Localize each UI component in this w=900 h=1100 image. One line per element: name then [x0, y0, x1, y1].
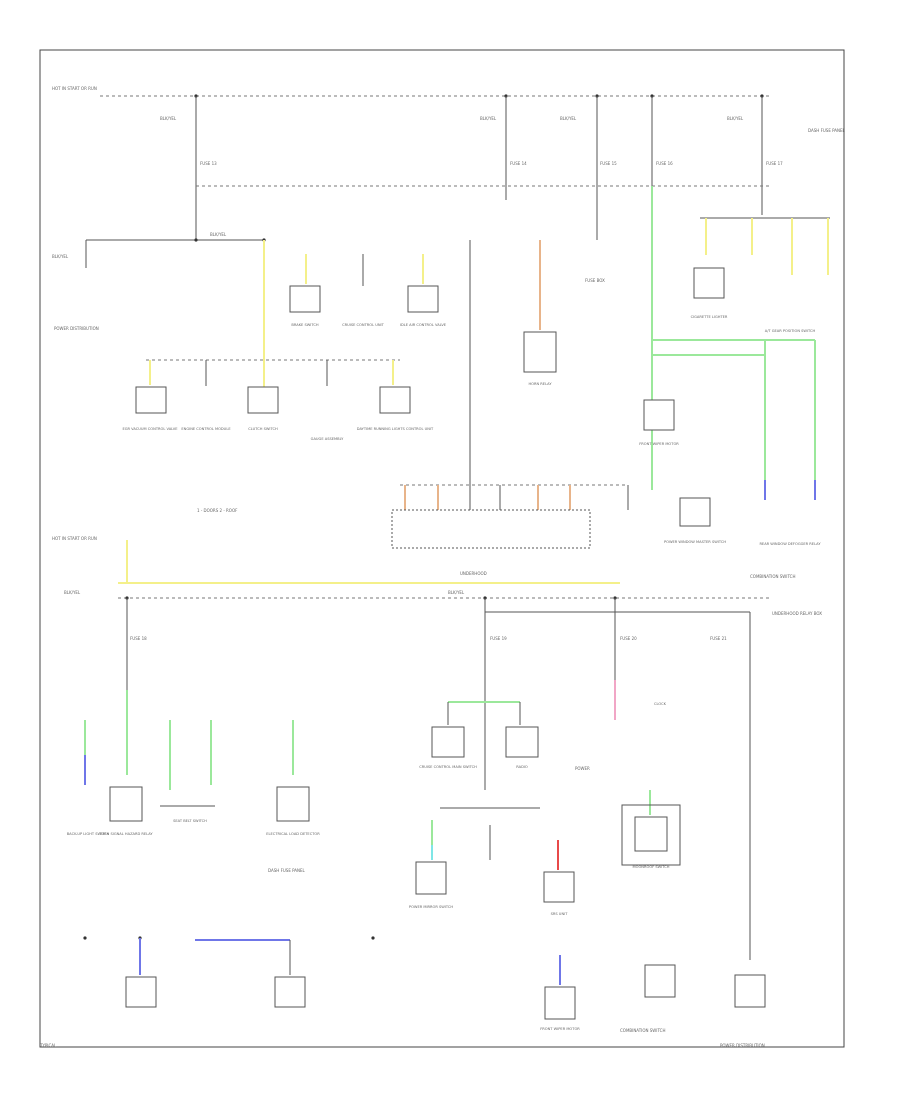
wire-label: TURN SIGNAL HAZARD RELAY — [98, 832, 153, 836]
component-box — [109, 786, 143, 822]
top-power-section: HOT IN START OR RUN BLK/YEL BLK/YEL BLK/… — [52, 86, 846, 240]
center-lower-branch: CRUISE CONTROL MAIN SWITCH RADIO CLOCK P… — [409, 680, 681, 916]
wire-label: CRUISE CONTROL UNIT — [342, 323, 384, 327]
wire-label: CLOCK — [654, 702, 667, 706]
wire-label: FRONT WIPER MOTOR — [639, 442, 679, 446]
component-box — [247, 386, 279, 414]
combination-switch-label-bottom: COMBINATION SWITCH — [620, 1028, 665, 1033]
wire-label: FUSE 16 — [656, 161, 673, 166]
dash-fuse-panel-label-mid: DASH FUSE PANEL — [268, 868, 306, 873]
wire-label: MOONROOF SWITCH — [633, 865, 670, 869]
component-box — [693, 267, 725, 299]
component-box — [644, 964, 676, 998]
wire-label: POWER DISTRIBUTION — [54, 326, 99, 331]
power-distribution-label: POWER DISTRIBUTION — [720, 1043, 765, 1048]
middle-power-section: HOT IN START OR RUN BLK/YEL BLK/YEL UNDE… — [52, 536, 822, 960]
wire-label: ELECTRICAL LOAD DETECTOR — [266, 832, 320, 836]
wire-label: POWER MIRROR SWITCH — [409, 905, 453, 909]
component-box — [679, 497, 711, 527]
wire-label: SEAT BELT SWITCH — [173, 819, 207, 823]
wire-label: BLK/YEL — [448, 590, 465, 595]
wire-label: POWER — [575, 766, 590, 771]
wire-label: FUSE 17 — [766, 161, 783, 166]
component-box — [734, 974, 766, 1008]
wire-label: ENGINE CONTROL MODULE — [181, 427, 231, 431]
component-box — [643, 399, 675, 431]
component-box — [135, 386, 167, 414]
center-column: HORN RELAY FUSE BOX UNDERHOOD — [391, 240, 629, 576]
wire-label: BLK/YEL — [52, 254, 69, 259]
hot-in-start-label-top: HOT IN START OR RUN — [52, 86, 97, 91]
wire-label: CIGARETTE LIGHTER — [691, 315, 728, 319]
wire-label: UNDERHOOD — [460, 571, 487, 576]
wire-label: BLK/YEL — [210, 232, 227, 237]
wire-label: EGR VACUUM CONTROL VALVE — [122, 427, 178, 431]
splice-dot — [194, 238, 198, 242]
wire-label: IDLE AIR CONTROL VALVE — [400, 323, 447, 327]
component-box — [289, 285, 321, 313]
component-box — [391, 509, 591, 549]
wire-label: BLK/YEL — [480, 116, 497, 121]
wire-label: CLUTCH SWITCH — [248, 427, 278, 431]
fuse13-branch: BLK/YEL BLK/YEL BRAKE SWITCH CRUISE CONT… — [52, 232, 447, 513]
component-box — [543, 871, 575, 903]
wire-label: FUSE 20 — [620, 636, 637, 641]
bottom-row: FRONT WIPER MOTOR TYPICAL COMBINATION SW… — [39, 936, 766, 1048]
wire-label: FUSE 14 — [510, 161, 527, 166]
component-box — [431, 726, 465, 758]
component-box — [415, 861, 447, 895]
wire-label: FRONT WIPER MOTOR — [540, 1027, 580, 1031]
wire-label: BACK-UP LIGHT SWITCH — [67, 832, 110, 836]
component-box — [523, 331, 557, 373]
component-box — [634, 816, 668, 852]
wire-label: HORN RELAY — [528, 382, 552, 386]
wire-label: BLK/YEL — [727, 116, 744, 121]
legend-label: 1 - DOORS 2 - ROOF — [197, 508, 238, 513]
wire-label: BLK/YEL — [160, 116, 177, 121]
component-box — [379, 386, 411, 414]
wire-label: DAYTIME RUNNING LIGHTS CONTROL UNIT — [357, 427, 434, 431]
wire-label: FUSE 13 — [200, 161, 217, 166]
wire-label: BLK/YEL — [64, 590, 81, 595]
wire-label: BRAKE SWITCH — [291, 323, 318, 327]
underhood-relay-label: UNDERHOOD RELAY BOX — [772, 611, 822, 616]
splice-dot — [371, 936, 375, 940]
combination-switch-label: COMBINATION SWITCH — [750, 574, 795, 579]
component-box — [125, 976, 157, 1008]
component-box — [621, 804, 681, 866]
component-box — [505, 726, 539, 758]
wire-label: CRUISE CONTROL MAIN SWITCH — [419, 765, 477, 769]
wire-label: FUSE 19 — [490, 636, 507, 641]
wire-label: SRS UNIT — [551, 912, 569, 916]
component-box — [407, 285, 439, 313]
fuse-box-label: FUSE BOX — [585, 278, 605, 283]
component-box — [274, 976, 306, 1008]
component-box — [276, 786, 310, 822]
wire-label: FUSE 15 — [600, 161, 617, 166]
right-green-group: FRONT WIPER MOTOR POWER WINDOW MASTER SW… — [639, 186, 830, 579]
diagram-frame — [39, 49, 845, 1048]
wire-label: FUSE 21 — [710, 636, 727, 641]
wire-label: RADIO — [516, 765, 528, 769]
dash-fuse-panel-label-top: DASH FUSE PANEL — [808, 128, 846, 133]
wire-label: A/T GEAR POSITION SWITCH — [765, 329, 816, 333]
wire-label: REAR WINDOW DEFOGGER RELAY — [759, 542, 821, 546]
bottom-note: TYPICAL — [39, 1043, 57, 1048]
wire-label: BLK/YEL — [560, 116, 577, 121]
splice-dot — [83, 936, 87, 940]
hot-in-start-label-mid: HOT IN START OR RUN — [52, 536, 97, 541]
component-box — [544, 986, 576, 1020]
wire-label: GAUGE ASSEMBLY — [311, 437, 344, 441]
wire-label: POWER WINDOW MASTER SWITCH — [664, 540, 726, 544]
wire-label: FUSE 18 — [130, 636, 147, 641]
